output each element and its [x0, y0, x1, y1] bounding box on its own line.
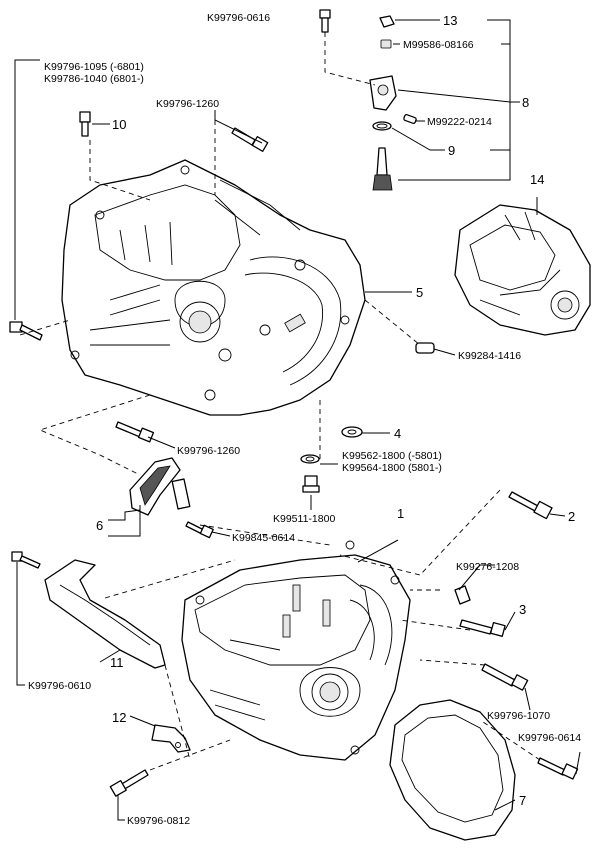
code-label-k99796-1260-top: K99796-1260 — [156, 98, 219, 110]
part-label-13: 13 — [443, 13, 457, 28]
plate-drawing — [151, 724, 191, 753]
part-label-14: 14 — [530, 172, 544, 187]
rear-cover-drawing — [389, 699, 516, 841]
bracket-drawing — [129, 457, 191, 516]
part-label-2: 2 — [568, 509, 575, 524]
transaxle-case-drawing — [181, 540, 411, 761]
part-label-4: 4 — [394, 426, 401, 441]
part-number-labels: 13 8 9 10 14 5 4 1 2 6 3 11 12 7 — [96, 13, 575, 808]
bolts-and-washers — [9, 9, 579, 797]
part-label-12: 12 — [112, 710, 126, 725]
part-label-10: 10 — [112, 117, 126, 132]
clutch-housing-drawing — [61, 159, 366, 416]
code-label-k99796-0812: K99796-0812 — [127, 815, 190, 827]
code-label-k99786-1040: K99786-1040 (6801-) — [44, 73, 144, 85]
part-label-9: 9 — [448, 143, 455, 158]
transaxle-assembly-drawing — [454, 204, 591, 336]
leader-lines — [14, 19, 581, 821]
code-label-k99564-1800: K99564-1800 (5801-) — [342, 462, 442, 474]
part-label-5: 5 — [416, 285, 423, 300]
code-label-k99796-1260-mid: K99796-1260 — [177, 445, 240, 457]
fastener-code-labels: K99796-0616 K99796-1095 (-6801) K99786-1… — [28, 12, 581, 827]
speedometer-driven-gear-assembly — [369, 15, 417, 191]
part-label-6: 6 — [96, 518, 103, 533]
part-label-8: 8 — [522, 95, 529, 110]
code-label-k99796-0610: K99796-0610 — [28, 680, 91, 692]
part-label-1: 1 — [397, 506, 404, 521]
part-label-11: 11 — [110, 655, 124, 670]
code-label-k99796-1070: K99796-1070 — [487, 710, 550, 722]
code-label-k99845-0614: K99845-0614 — [232, 532, 295, 544]
code-label-k99796-0616: K99796-0616 — [207, 12, 270, 24]
baffle-plate-drawing — [44, 559, 166, 669]
code-label-m99222-0214: M99222-0214 — [427, 116, 492, 128]
code-label-k99284-1416: K99284-1416 — [458, 350, 521, 362]
assembly-guide-lines — [19, 32, 541, 771]
part-label-7: 7 — [519, 793, 526, 808]
code-label-k99796-0614: K99796-0614 — [518, 732, 581, 744]
code-label-k99796-1095: K99796-1095 (-6801) — [44, 61, 144, 73]
code-label-m99586-08166: M99586-08166 — [403, 39, 474, 51]
code-label-k99511-1800: K99511-1800 — [273, 513, 335, 525]
code-label-k99562-1800: K99562-1800 (-5801) — [342, 450, 442, 462]
part-label-3: 3 — [519, 602, 526, 617]
code-label-k99276-1208: K99276-1208 — [456, 561, 519, 573]
